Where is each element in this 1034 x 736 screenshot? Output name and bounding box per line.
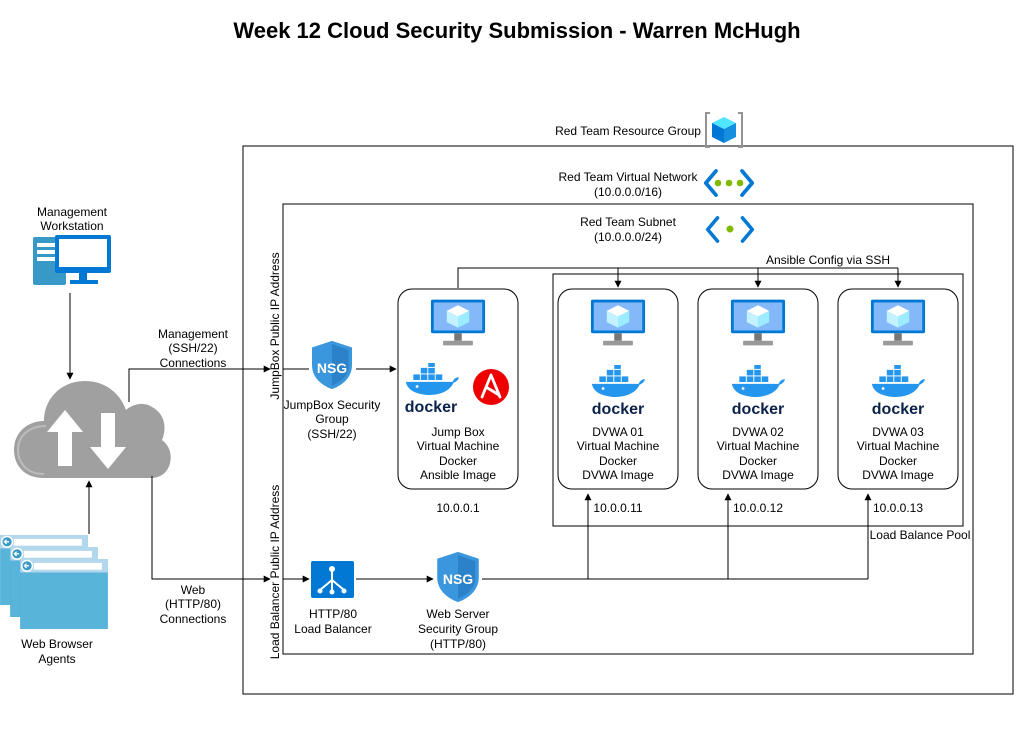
web-conn-label-2: (HTTP/80)	[165, 597, 221, 611]
vm-type: Virtual Machine	[857, 439, 940, 453]
lb-label-1: HTTP/80	[309, 607, 357, 621]
ansible-config-label: Ansible Config via SSH	[766, 253, 890, 267]
vm-image: DVWA Image	[722, 468, 794, 482]
svg-text:NSG: NSG	[443, 571, 473, 587]
management-conn-label-2: (SSH/22)	[168, 341, 217, 355]
resource-group-icon	[705, 112, 743, 148]
workstation-label-1: Management	[37, 205, 108, 219]
load-balancer-icon	[311, 561, 354, 598]
management-conn-label-1: Management	[158, 327, 229, 341]
vnet-icon	[703, 169, 755, 197]
docker-icon: docker	[732, 365, 786, 418]
vm-card-dvwa03: docker DVWA 03 Virtual Machine Docker DV…	[837, 288, 959, 490]
vm-name: DVWA 02	[732, 425, 784, 439]
vm-ip-dvwa03: 10.0.0.13	[873, 501, 923, 515]
svg-text:docker: docker	[592, 401, 644, 418]
jumpbox-nsg-label-3: (SSH/22)	[307, 427, 356, 441]
vm-runtime: Docker	[439, 454, 477, 468]
vm-type: Virtual Machine	[577, 439, 660, 453]
subnet-icon	[705, 216, 755, 243]
page-title: Week 12 Cloud Security Submission - Warr…	[233, 18, 800, 43]
vm-runtime: Docker	[739, 454, 777, 468]
vm-type: Virtual Machine	[417, 439, 500, 453]
cloud-icon	[14, 381, 171, 478]
web-conn-label-1: Web	[181, 583, 206, 597]
management-conn-label-3: Connections	[160, 356, 227, 370]
browser-agents-label-2: Agents	[38, 652, 75, 666]
vm-card-dvwa02: docker DVWA 02 Virtual Machine Docker DV…	[697, 288, 819, 490]
vm-card-dvwa01: docker DVWA 01 Virtual Machine Docker DV…	[557, 288, 679, 490]
svg-text:docker: docker	[872, 401, 924, 418]
web-nsg-label-3: (HTTP/80)	[430, 637, 486, 651]
docker-icon: docker	[872, 365, 926, 418]
ansible-config-connector	[457, 267, 898, 288]
lb-label-2: Load Balancer	[294, 622, 371, 636]
browser-agents-icon	[0, 535, 108, 629]
resource-group-label: Red Team Resource Group	[555, 124, 701, 138]
svg-text:docker: docker	[732, 401, 784, 418]
workstation-label-2: Workstation	[40, 219, 103, 233]
svg-text:docker: docker	[405, 399, 457, 416]
browser-agents-label-1: Web Browser	[21, 637, 93, 651]
resource-group-box	[242, 145, 1014, 695]
vnet-subnet-box	[282, 203, 974, 655]
workstation-icon	[33, 235, 111, 285]
vm-image: Ansible Image	[420, 468, 496, 482]
vm-card-jumpbox: docker Jump Box Virtual Machine Docker A…	[397, 288, 519, 490]
vm-name: DVWA 01	[592, 425, 644, 439]
web-conn-label-3: Connections	[160, 612, 227, 626]
vm-runtime: Docker	[879, 454, 917, 468]
docker-icon: docker	[405, 363, 460, 416]
web-nsg-label-2: Security Group	[418, 622, 498, 636]
vm-ip-dvwa02: 10.0.0.12	[733, 501, 783, 515]
svg-text:NSG: NSG	[317, 360, 347, 376]
jumpbox-nsg-icon: NSG	[312, 340, 352, 390]
subnet-cidr: (10.0.0.0/24)	[594, 230, 662, 244]
web-nsg-label-1: Web Server	[426, 607, 489, 621]
vnet-cidr: (10.0.0.0/16)	[594, 185, 662, 199]
jumpbox-public-ip-label: JumpBox Public IP Address	[268, 252, 282, 399]
vm-image: DVWA Image	[582, 468, 654, 482]
load-balance-pool-label: Load Balance Pool	[870, 528, 971, 542]
lb-public-ip-label: Load Balancer Public IP Address	[268, 485, 282, 660]
jumpbox-nsg-label-2: Group	[315, 412, 349, 426]
web-nsg-icon: NSG	[437, 551, 479, 603]
vm-ip-jumpbox: 10.0.0.1	[436, 501, 480, 515]
vm-name: DVWA 03	[872, 425, 924, 439]
vm-runtime: Docker	[599, 454, 637, 468]
ansible-icon	[473, 369, 509, 405]
vm-type: Virtual Machine	[717, 439, 800, 453]
subnet-label: Red Team Subnet	[580, 215, 677, 229]
web-connection-arrow	[151, 476, 271, 583]
vm-image: DVWA Image	[862, 468, 934, 482]
management-connection-arrow	[128, 365, 271, 402]
docker-icon: docker	[592, 365, 646, 418]
vm-ip-dvwa01: 10.0.0.11	[593, 501, 642, 515]
vm-name: Jump Box	[431, 425, 484, 439]
jumpbox-nsg-label-1: JumpBox Security	[284, 398, 381, 412]
vnet-label: Red Team Virtual Network	[559, 170, 699, 184]
